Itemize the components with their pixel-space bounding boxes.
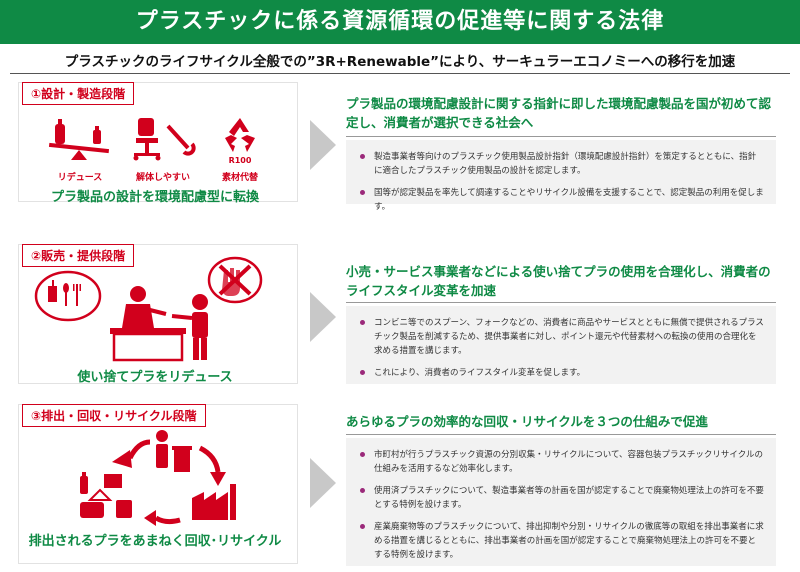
- bullet-text: 使用済プラスチックについて、製造事業者等の計画を国が認定することで廃棄物処理法上…: [374, 486, 764, 510]
- bullet-dot: [360, 190, 365, 195]
- stage-3-label: ③排出・回収・リサイクル段階: [22, 404, 206, 427]
- refuse-hand-icon: [207, 256, 263, 304]
- stage-3-heading-rule: [346, 434, 776, 435]
- list-item: 産業廃棄物等のプラスチックについて、排出抑制や分別・リサイクルの徹底等の取組を排…: [358, 520, 764, 562]
- bullet-text: 産業廃棄物等のプラスチックについて、排出抑制や分別・リサイクルの徹底等の取組を排…: [374, 522, 764, 560]
- subtitle-underline: [10, 73, 790, 74]
- stage-2-arrow: [310, 292, 336, 342]
- bullet-dot: [360, 320, 365, 325]
- list-item: コンビニ等でのスプーン、フォークなどの、消費者に商品やサービスとともに無償で提供…: [358, 316, 764, 358]
- stage-1-arrow: [310, 120, 336, 170]
- recycle-badge: R100: [228, 156, 252, 165]
- stage-3-illustration-area: [18, 404, 298, 564]
- stage-1-bullets: 製造事業者等向けのプラスチック使用製品設計指針（環境配慮設計指針）を策定するとと…: [346, 140, 776, 212]
- bullet-text: コンビニ等でのスプーン、フォークなどの、消費者に商品やサービスとともに無償で提供…: [374, 318, 764, 356]
- stage-3-arrow: [310, 458, 336, 508]
- disassembly-icon: [133, 118, 196, 161]
- bullet-text: 市町村が行うプラスチック資源の分別収集・リサイクルについて、容器包装プラスチック…: [374, 450, 763, 474]
- reduce-caption: リデュース: [57, 173, 103, 183]
- stage-2-heading: 小売・サービス事業者などによる使い捨てプラの使用を合理化し、消費者のライフスタイ…: [346, 264, 771, 298]
- stage-1-label: ①設計・製造段階: [22, 82, 135, 105]
- list-item: 市町村が行うプラスチック資源の分別収集・リサイクルについて、容器包装プラスチック…: [358, 448, 764, 476]
- stage-1-heading: プラ製品の環境配慮設計に関する指針に即した環境配慮製品を国が初めて認定し、消費者…: [346, 96, 772, 130]
- bullet-text: 国等が認定製品を率先して調達することやリサイクル設備を支援することで、認定製品の…: [374, 188, 764, 212]
- list-item: これにより、消費者のライフスタイル変革を促します。: [358, 366, 764, 380]
- page-title-banner: プラスチックに係る資源循環の促進等に関する法律: [0, 0, 800, 44]
- list-item: 使用済プラスチックについて、製造事業者等の計画を国が認定することで廃棄物処理法上…: [358, 484, 764, 512]
- bullet-text: 製造事業者等向けのプラスチック使用製品設計指針（環境配慮設計指針）を策定するとと…: [374, 152, 757, 176]
- bullet-dot: [360, 452, 365, 457]
- list-item: 製造事業者等向けのプラスチック使用製品設計指針（環境配慮設計指針）を策定するとと…: [358, 150, 764, 178]
- stage-2-heading-rule: [346, 302, 776, 303]
- stage-3-heading: あらゆるプラの効率的な回収・リサイクルを３つの仕組みで促進: [346, 414, 708, 429]
- stage-2-bullets: コンビニ等でのスプーン、フォークなどの、消費者に商品やサービスとともに無償で提供…: [346, 306, 776, 384]
- recycle-icon: [225, 118, 255, 152]
- bullet-text: これにより、消費者のライフスタイル変革を促します。: [374, 368, 586, 378]
- stage-3-panel: ③排出・回収・リサイクル段階 排出されるプラをあまねく回収･リサイクル あらゆる…: [10, 400, 790, 570]
- disposable-cutlery-icon: [34, 270, 102, 322]
- list-item: 国等が認定製品を率先して調達することやリサイクル設備を支援することで、認定製品の…: [358, 186, 764, 214]
- bullet-dot: [360, 488, 365, 493]
- bullet-dot: [360, 524, 365, 529]
- stage-1-heading-rule: [346, 136, 776, 137]
- stage-2-caption: 使い捨てプラをリデュース: [77, 370, 233, 385]
- recycle-caption: 素材代替: [221, 173, 258, 183]
- recycling-cycle-icon: [80, 430, 236, 526]
- page-subtitle: プラスチックのライフサイクル全般での”3R+Renewable”により、サーキュ…: [64, 54, 736, 70]
- disassembly-caption: 解体しやすい: [136, 173, 190, 183]
- stage-1-caption: プラ製品の設計を環境配慮型に転換: [50, 190, 259, 205]
- stage-1-panel: ①設計・製造段階 リデュース 解体しやすい R100 素材代替 プラ製品の設計を…: [10, 78, 790, 212]
- bullet-dot: [360, 154, 365, 159]
- stage-2-label: ②販売・提供段階: [22, 244, 135, 267]
- store-counter-icon: [110, 286, 208, 362]
- reduce-icon: [48, 119, 110, 160]
- stage-2-panel: ②販売・提供段階 使い捨てプラをリデュース 小売・サービス事業者などによる使い捨…: [10, 240, 790, 390]
- stage-3-bullets: 市町村が行うプラスチック資源の分別収集・リサイクルについて、容器包装プラスチック…: [346, 438, 776, 566]
- stage-3-caption: 排出されるプラをあまねく回収･リサイクル: [28, 534, 282, 549]
- bullet-dot: [360, 370, 365, 375]
